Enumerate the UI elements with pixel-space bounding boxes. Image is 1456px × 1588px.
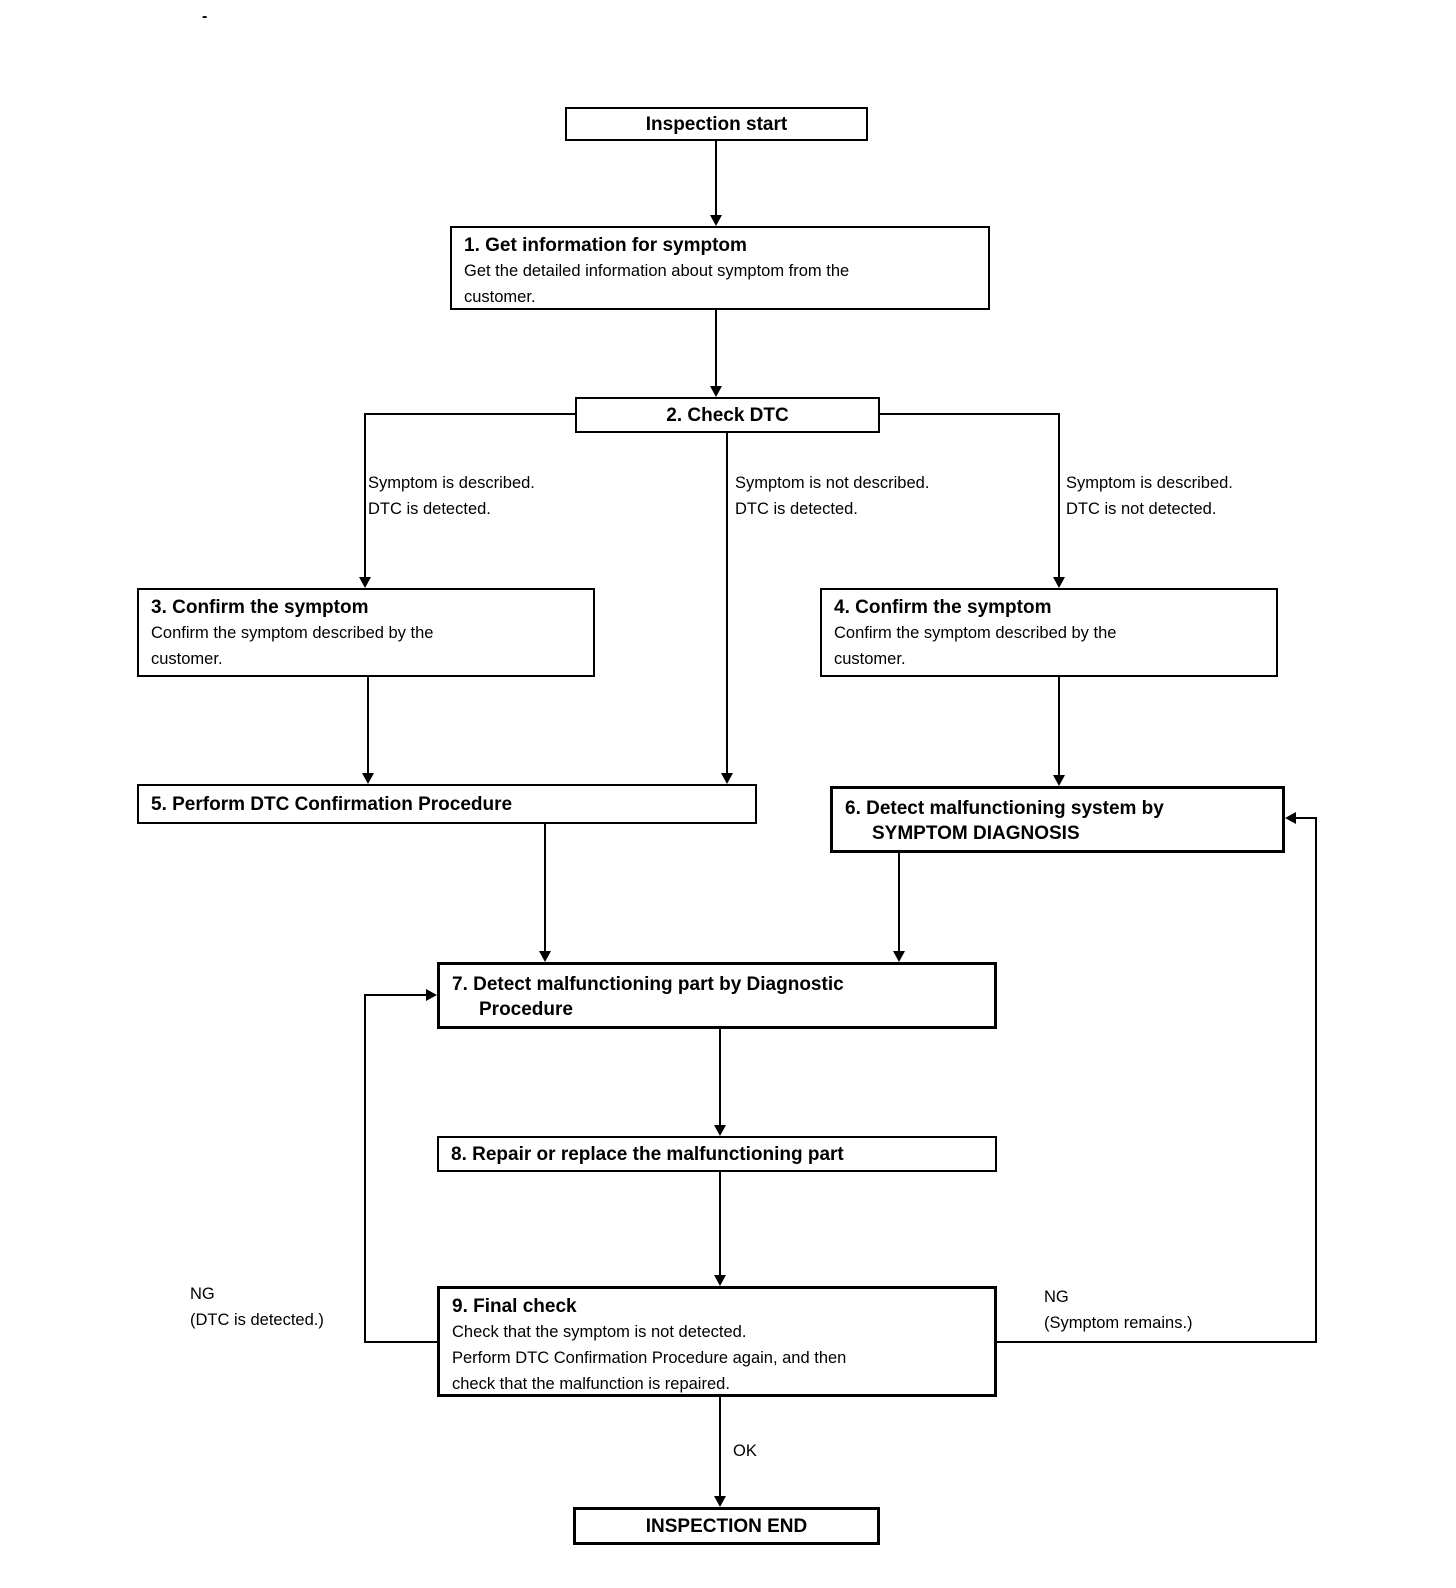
branch-label-right: Symptom is described. DTC is not detecte… xyxy=(1066,470,1233,522)
arrowhead-start-step1 xyxy=(710,215,722,226)
connector-step5-step7 xyxy=(544,824,546,954)
node-step8-title: 8. Repair or replace the malfunctioning … xyxy=(451,1144,844,1165)
node-step1-title: 1. Get information for symptom xyxy=(464,235,747,256)
arrowhead-ng-right-step6 xyxy=(1285,812,1296,824)
arrowhead-ng-left-step7 xyxy=(426,989,437,1001)
loop-ng-right-vertical xyxy=(1315,817,1317,1343)
arrowhead-step2-step3 xyxy=(359,577,371,588)
connector-start-step1 xyxy=(715,140,717,220)
node-step7-title-line1: 7. Detect malfunctioning part by Diagnos… xyxy=(452,974,844,995)
loop-label-ng-right: NG (Symptom remains.) xyxy=(1044,1284,1193,1336)
loop-label-ng-left-line2: (DTC is detected.) xyxy=(190,1311,324,1329)
connector-step2-step4-vertical xyxy=(1058,413,1060,580)
connector-step3-step5 xyxy=(367,677,369,776)
node-step4-title: 4. Confirm the symptom xyxy=(834,597,1052,618)
branch-label-right-line2: DTC is not detected. xyxy=(1066,500,1217,518)
node-inspection-start-label: Inspection start xyxy=(645,113,788,135)
connector-step4-step6 xyxy=(1058,677,1060,778)
node-inspection-end-label: INSPECTION END xyxy=(645,1515,808,1537)
node-step3-body-line1: Confirm the symptom described by the xyxy=(151,624,434,642)
node-step6: 6. Detect malfunctioning system by SYMPT… xyxy=(830,786,1285,853)
connector-step6-step7 xyxy=(898,853,900,954)
arrowhead-step4-step6 xyxy=(1053,775,1065,786)
branch-label-middle-line1: Symptom is not described. xyxy=(735,474,930,492)
arrowhead-step3-step5 xyxy=(362,773,374,784)
loop-label-ng-right-line1: NG xyxy=(1044,1288,1069,1306)
loop-label-ng-right-line2: (Symptom remains.) xyxy=(1044,1314,1193,1332)
arrowhead-step2-step4 xyxy=(1053,577,1065,588)
branch-label-left-line1: Symptom is described. xyxy=(368,474,535,492)
connector-step2-step5 xyxy=(726,433,728,776)
node-step6-title-line1: 6. Detect malfunctioning system by xyxy=(845,798,1164,819)
node-step6-title-line2: SYMPTOM DIAGNOSIS xyxy=(872,823,1080,844)
branch-label-left-line2: DTC is detected. xyxy=(368,500,491,518)
node-step9: 9. Final check Check that the symptom is… xyxy=(437,1286,997,1397)
node-step8: 8. Repair or replace the malfunctioning … xyxy=(437,1136,997,1172)
node-step1-body-line2: customer. xyxy=(464,288,536,306)
node-step7: 7. Detect malfunctioning part by Diagnos… xyxy=(437,962,997,1029)
node-inspection-start: Inspection start xyxy=(565,107,868,141)
node-step5: 5. Perform DTC Confirmation Procedure xyxy=(137,784,757,824)
connector-step9-end xyxy=(719,1397,721,1499)
node-inspection-end: INSPECTION END xyxy=(573,1507,880,1545)
node-step9-title: 9. Final check xyxy=(452,1296,577,1317)
loop-ng-left-bottom xyxy=(366,1341,437,1343)
loop-ng-left-vertical xyxy=(364,994,366,1343)
arrowhead-step9-end xyxy=(714,1496,726,1507)
node-step4-body-line2: customer. xyxy=(834,650,906,668)
node-step7-title-line2: Procedure xyxy=(479,999,573,1020)
connector-step1-step2 xyxy=(715,310,717,391)
node-step4: 4. Confirm the symptom Confirm the sympt… xyxy=(820,588,1278,677)
node-step9-body-line3: check that the malfunction is repaired. xyxy=(452,1375,730,1393)
arrowhead-step7-step8 xyxy=(714,1125,726,1136)
node-step1-body-line1: Get the detailed information about sympt… xyxy=(464,262,850,280)
loop-ng-left-top xyxy=(366,994,428,996)
node-step9-body-line1: Check that the symptom is not detected. xyxy=(452,1323,747,1341)
node-step1: 1. Get information for symptom Get the d… xyxy=(450,226,990,310)
arrowhead-step2-step5 xyxy=(721,773,733,784)
node-step3-body-line2: customer. xyxy=(151,650,223,668)
arrowhead-step8-step9 xyxy=(714,1275,726,1286)
connector-step7-step8 xyxy=(719,1029,721,1128)
connector-step2-step4-horizontal xyxy=(878,413,1060,415)
branch-label-middle-line2: DTC is detected. xyxy=(735,500,858,518)
result-label-ok: OK xyxy=(733,1442,757,1460)
loop-ng-right-top xyxy=(1294,817,1316,819)
arrowhead-step1-step2 xyxy=(710,386,722,397)
connector-step8-step9 xyxy=(719,1172,721,1278)
loop-label-ng-left: NG (DTC is detected.) xyxy=(190,1281,324,1333)
node-step3: 3. Confirm the symptom Confirm the sympt… xyxy=(137,588,595,677)
node-step4-body-line1: Confirm the symptom described by the xyxy=(834,624,1117,642)
loop-ng-right-bottom xyxy=(997,1341,1317,1343)
node-step2-title: 2. Check DTC xyxy=(666,404,789,426)
branch-label-left: Symptom is described. DTC is detected. xyxy=(368,470,535,522)
arrowhead-step5-step7 xyxy=(539,951,551,962)
arrowhead-step6-step7 xyxy=(893,951,905,962)
node-step3-title: 3. Confirm the symptom xyxy=(151,597,369,618)
connector-step2-step3-vertical xyxy=(364,413,366,580)
node-step2: 2. Check DTC xyxy=(575,397,880,433)
loop-label-ng-left-line1: NG xyxy=(190,1285,215,1303)
branch-label-middle: Symptom is not described. DTC is detecte… xyxy=(735,470,929,522)
node-step5-title: 5. Perform DTC Confirmation Procedure xyxy=(151,794,513,815)
node-step9-body-line2: Perform DTC Confirmation Procedure again… xyxy=(452,1349,847,1367)
stray-print-mark: - xyxy=(202,8,208,25)
branch-label-right-line1: Symptom is described. xyxy=(1066,474,1233,492)
connector-step2-step3-horizontal xyxy=(365,413,575,415)
